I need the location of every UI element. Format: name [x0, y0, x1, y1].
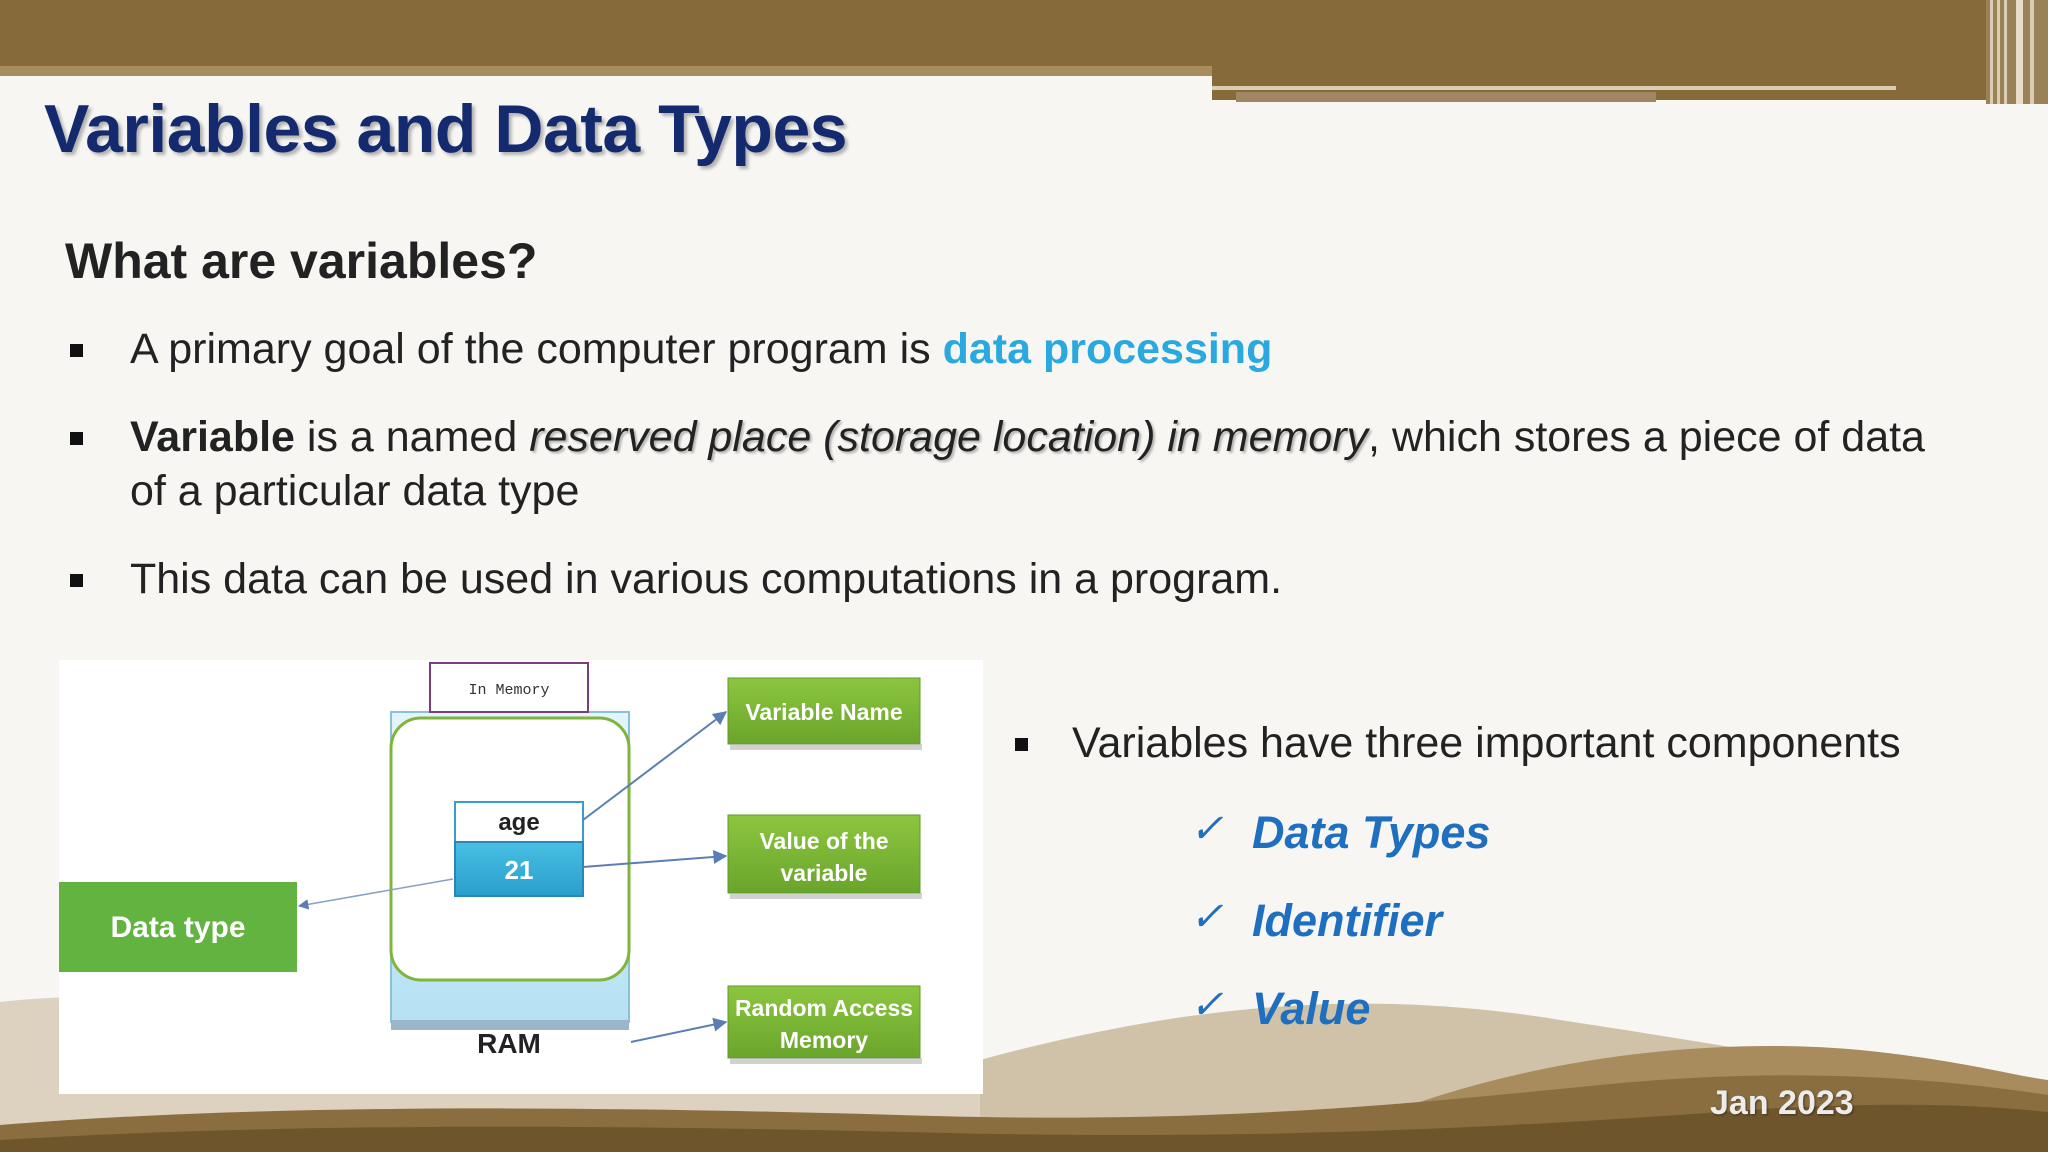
components-section: Variables have three important component… [1010, 716, 2010, 1034]
bullet-item: This data can be used in various computa… [65, 552, 1965, 606]
square-bullet-icon [70, 574, 83, 587]
footer-date: Jan 2023 [1710, 1084, 1854, 1122]
components-list: ✓ Data Types ✓ Identifier ✓ Value [1190, 804, 1490, 1068]
bullet-list: A primary goal of the computer program i… [65, 322, 1965, 640]
component-text: Identifier [1252, 895, 1443, 946]
box-shadow [730, 744, 922, 750]
arrow-to-ram [630, 1017, 728, 1043]
corner-stripe [2016, 0, 2023, 104]
bullet-item: Variable is a named reserved place (stor… [65, 410, 1965, 518]
corner-stripe [1997, 0, 2000, 104]
component-item: ✓ Data Types [1190, 804, 1490, 892]
ram-label-line2: Memory [780, 1027, 868, 1053]
variable-name-box [454, 801, 584, 843]
component-text: Value [1252, 983, 1371, 1034]
in-memory-tag [429, 662, 589, 713]
components-heading-text: Variables have three important component… [1072, 719, 1901, 767]
section-heading: What are variables? [65, 233, 538, 289]
bullet-text: , which stores a piece of data of a part… [130, 413, 1925, 515]
checkmark-icon: ✓ [1190, 807, 1224, 851]
square-bullet-icon [1015, 738, 1028, 751]
variable-name-label-box [727, 677, 921, 745]
top-band [0, 0, 2048, 68]
arrow-to-value [582, 849, 728, 868]
variable-value-text: 21 [505, 855, 534, 885]
ram-bottom-shadow [391, 1020, 629, 1030]
component-text: Data Types [1252, 807, 1491, 858]
top-band-lower [1236, 92, 1656, 102]
corner-stripe [1990, 0, 1993, 104]
ram-label: RAM [477, 1028, 541, 1059]
bullet-text: A primary goal of the computer program i… [130, 325, 943, 373]
components-heading: Variables have three important component… [1010, 716, 2010, 770]
square-bullet-icon [70, 432, 83, 445]
component-item: ✓ Value [1190, 980, 1490, 1068]
box-shadow [730, 1058, 922, 1064]
top-band-line [1212, 86, 1896, 90]
corner-stripe [2004, 0, 2007, 104]
memory-diagram-svg: In Memory age 21 RAM Data type Variable … [59, 662, 922, 1064]
checkmark-icon: ✓ [1190, 983, 1224, 1027]
square-bullet-icon [70, 344, 83, 357]
bullet-item: A primary goal of the computer program i… [65, 322, 1965, 376]
checkmark-icon: ✓ [1190, 895, 1224, 939]
value-label-box [727, 814, 921, 894]
arrow-to-data-type [297, 878, 454, 910]
ram-label-box [727, 985, 921, 1059]
component-item: ✓ Identifier [1190, 892, 1490, 980]
hill-front-dark [0, 1104, 2048, 1152]
bold-term: Variable [130, 413, 295, 461]
value-label-line2: variable [781, 860, 868, 886]
ram-label-line1: Random Access [735, 995, 913, 1021]
memory-diagram: In Memory age 21 RAM Data type Variable … [59, 660, 983, 1094]
emphasis-text: reserved place (storage location) in mem… [529, 413, 1369, 461]
bullet-text: This data can be used in various computa… [130, 555, 1283, 603]
variable-name-label: Variable Name [745, 699, 902, 725]
top-band-shadow [0, 66, 1212, 76]
in-memory-label: In Memory [468, 682, 549, 699]
box-shadow [730, 893, 922, 899]
arrow-to-variable-name [582, 711, 728, 821]
highlight-text: data processing [942, 325, 1273, 373]
data-type-box [59, 882, 297, 972]
bullet-text: is a named [294, 413, 530, 461]
data-type-label: Data type [110, 911, 245, 944]
slide-title: Variables and Data Types [44, 91, 848, 167]
corner-stripe [2030, 0, 2034, 104]
variable-name-text: age [498, 809, 539, 836]
variable-value-box [454, 841, 584, 897]
value-label-line1: Value of the [759, 828, 888, 854]
